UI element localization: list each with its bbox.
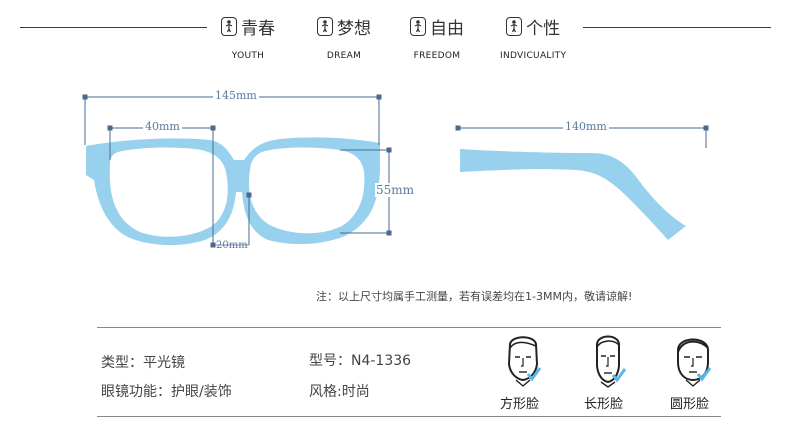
dim-label-bridge: 20mm [216,240,248,251]
header-item-en: INDVICUALITY [500,51,567,61]
dim-label-lens-height: 55mm [375,183,416,197]
spec-style: 风格:时尚 [309,384,370,400]
header-line-left [20,27,207,28]
header-item-en: YOUTH [231,51,265,61]
person-badge-icon [317,17,333,36]
header-item-en: FREEDOM [413,51,461,61]
spec-model: 型号：N4-1336 [309,353,412,369]
header-item-cn: 自由 [430,19,464,39]
header-item-individuality: 个性 INDVICUALITY [500,14,566,61]
person-badge-icon [506,17,523,36]
dim-label-lens-width: 40mm [143,120,182,133]
header-item-cn: 梦想 [337,19,371,39]
person-badge-icon [410,17,426,36]
glasses-temple-side [460,149,686,240]
header-item-cn: 青春 [241,19,275,39]
glasses-frame-front [86,137,380,246]
spec-separator-bottom [97,416,721,417]
header-item-dream: 梦想 DREAM [317,14,371,61]
measurement-note: 注：以上尺寸均属手工测量，若有误差均在1-3MM内，敬请谅解! [316,290,633,303]
header-line-right [583,27,771,28]
face-label-long: 长形脸 [584,397,624,412]
spec-function: 眼镜功能：护眼/装饰 [101,384,232,400]
round-face-icon [677,338,712,387]
dim-label-total-width: 145mm [213,89,259,102]
long-face-icon [596,335,627,388]
header-item-cn: 个性 [526,19,561,39]
header-item-freedom: 自由 FREEDOM [410,14,464,61]
spec-type: 类型：平光镜 [101,355,185,371]
glasses-front-diagram [82,94,709,248]
face-label-square: 方形脸 [500,397,540,412]
square-face-icon [507,336,542,387]
dim-label-temple-length: 140mm [563,120,609,133]
face-label-round: 圆形脸 [670,397,710,412]
spec-separator-top [97,327,721,328]
header-item-youth: 青春 YOUTH [221,14,275,61]
person-badge-icon [221,17,237,36]
header-item-en: DREAM [326,51,362,61]
